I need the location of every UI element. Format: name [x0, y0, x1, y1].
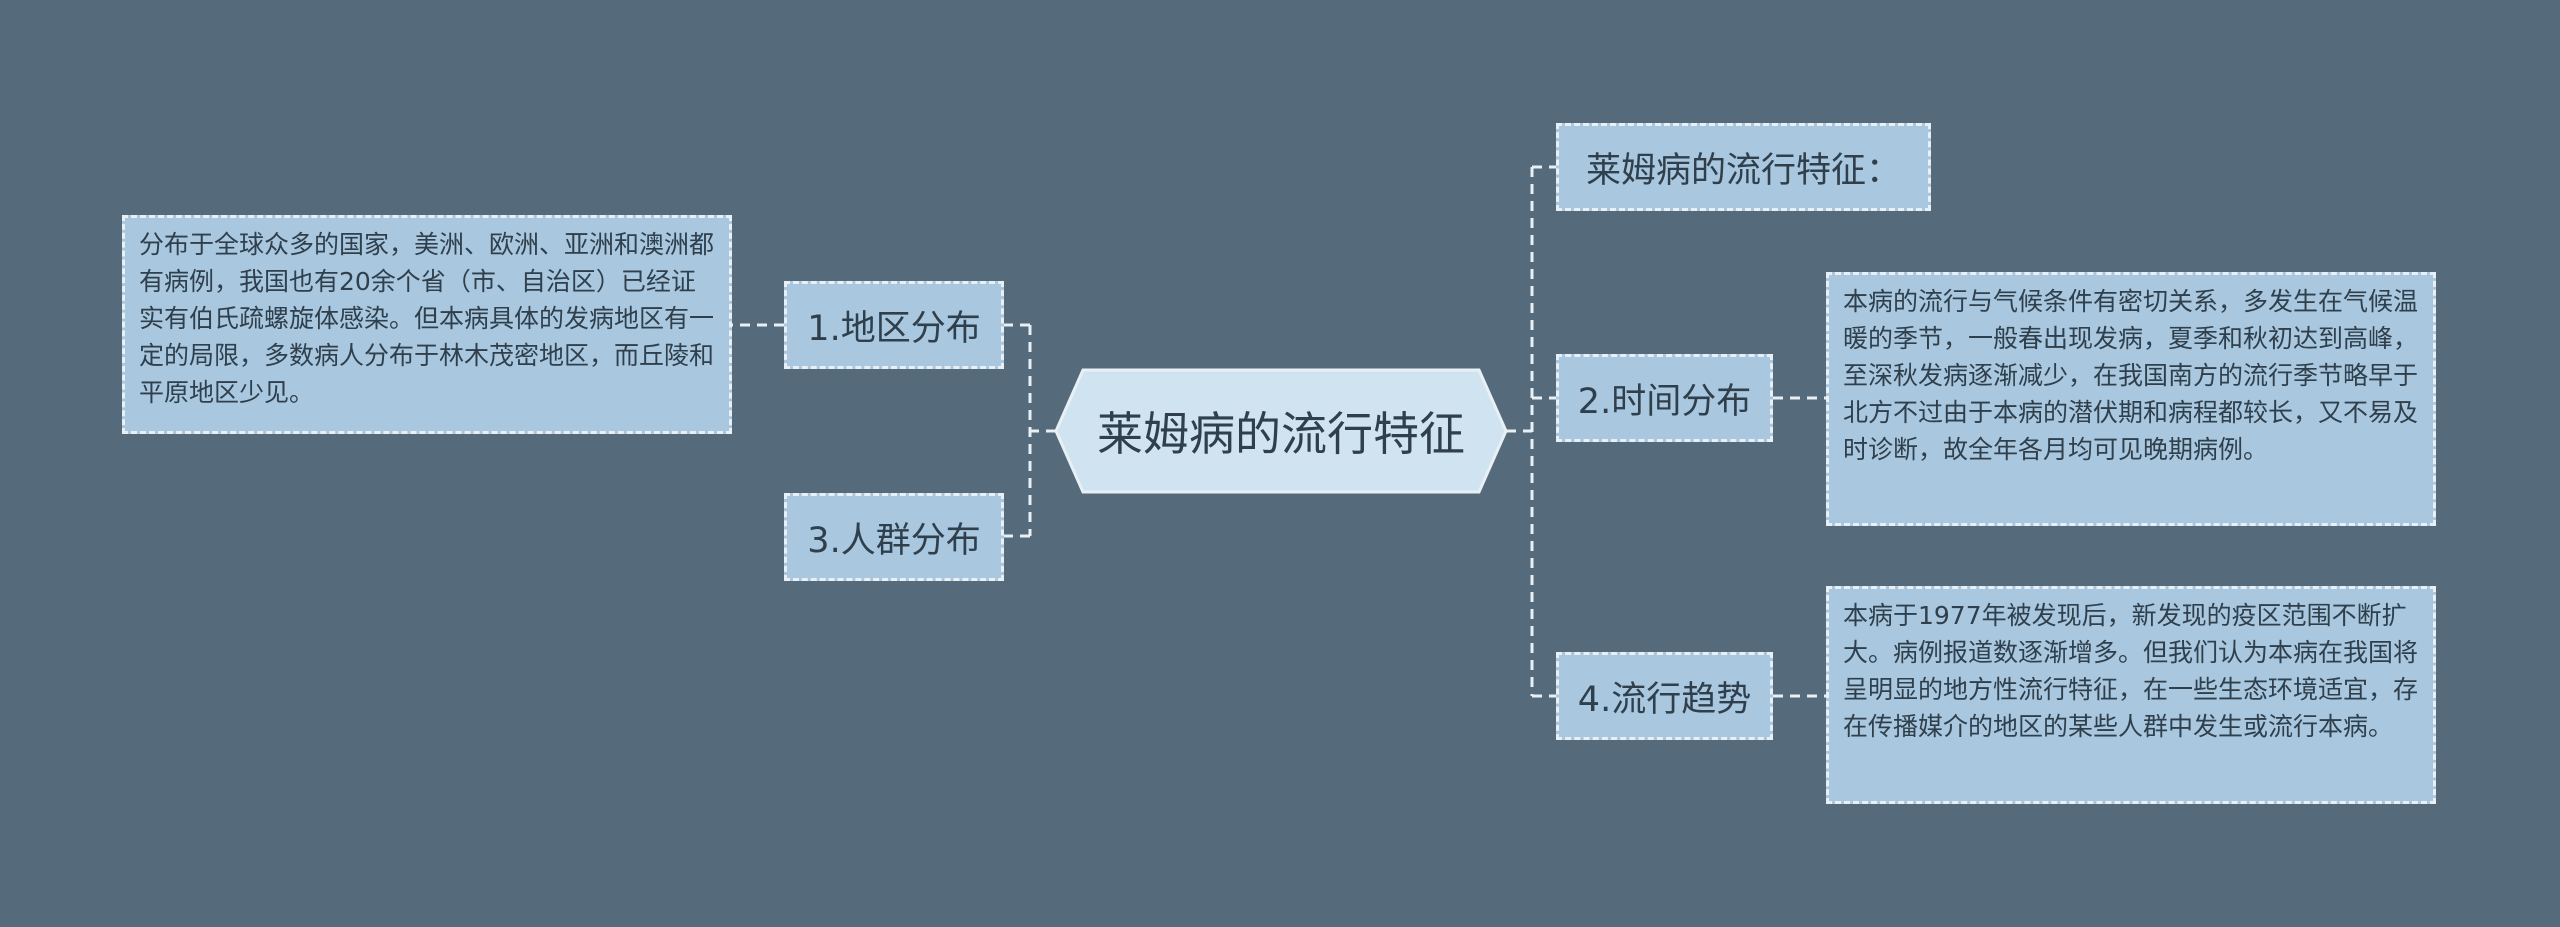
branch-epidemic-trend[interactable]: 4.流行趋势	[1556, 652, 1773, 740]
detail-geographic-distribution-text: 分布于全球众多的国家，美洲、欧洲、亚洲和澳洲都有病例，我国也有20余个省（市、自…	[139, 230, 715, 407]
branch-time-distribution[interactable]: 2.时间分布	[1556, 354, 1773, 442]
branch-geographic-distribution[interactable]: 1.地区分布	[784, 281, 1004, 369]
detail-epidemic-trend[interactable]: 本病于1977年被发现后，新发现的疫区范围不断扩大。病例报道数逐渐增多。但我们认…	[1826, 586, 2436, 804]
branch-time-distribution-label: 2.时间分布	[1577, 381, 1752, 422]
detail-time-distribution[interactable]: 本病的流行与气候条件有密切关系，多发生在气候温暖的季节，一般春出现发病，夏季和秋…	[1826, 272, 2436, 526]
central-topic[interactable]: 莱姆病的流行特征	[1056, 370, 1506, 492]
central-topic-label: 莱姆病的流行特征	[1097, 407, 1465, 461]
branch-population-distribution-label: 3.人群分布	[807, 520, 981, 561]
branch-epidemic-trend-label: 4.流行趋势	[1577, 679, 1752, 720]
detail-time-distribution-text: 本病的流行与气候条件有密切关系，多发生在气候温暖的季节，一般春出现发病，夏季和秋…	[1843, 287, 2419, 464]
branch-epidemic-features-intro[interactable]: 莱姆病的流行特征：	[1556, 123, 1931, 211]
detail-geographic-distribution[interactable]: 分布于全球众多的国家，美洲、欧洲、亚洲和澳洲都有病例，我国也有20余个省（市、自…	[122, 215, 732, 434]
branch-geographic-distribution-label: 1.地区分布	[807, 308, 981, 349]
branch-population-distribution[interactable]: 3.人群分布	[784, 493, 1004, 581]
detail-epidemic-trend-text: 本病于1977年被发现后，新发现的疫区范围不断扩大。病例报道数逐渐增多。但我们认…	[1843, 601, 2419, 741]
branch-epidemic-features-intro-label: 莱姆病的流行特征：	[1585, 150, 1901, 191]
